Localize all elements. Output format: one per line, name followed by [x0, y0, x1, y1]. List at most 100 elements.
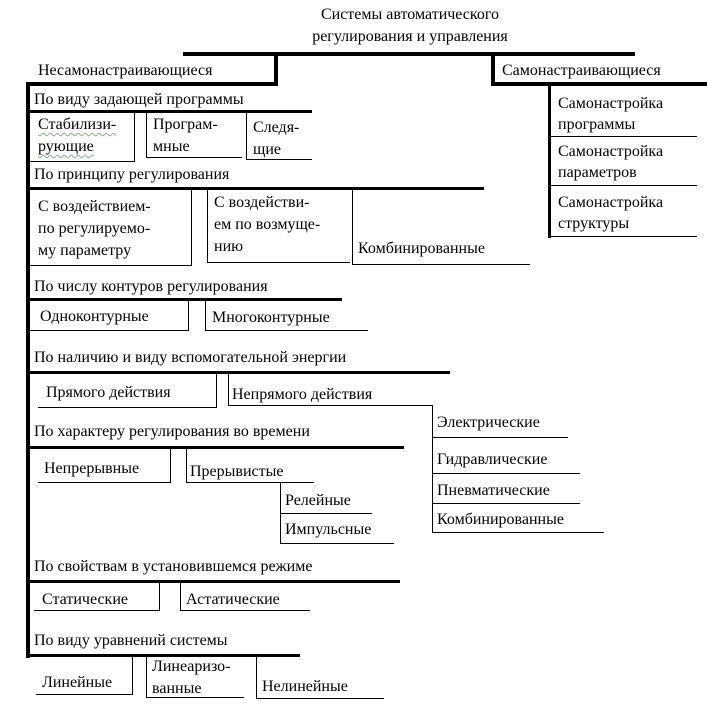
- energy-sub-spine: [432, 405, 433, 533]
- self-tuning-structure-line1: Самонастройка: [558, 194, 664, 211]
- item-underline: [432, 473, 580, 474]
- group-heading-steady: По свойствам в установившемся режиме: [34, 558, 313, 575]
- item-combined-energy: Комбинированные: [437, 511, 564, 528]
- item-stabilizing-line1: Стабилизи-: [38, 116, 117, 133]
- item-underline: [352, 264, 530, 265]
- self-tuning-divider: [551, 136, 697, 137]
- item-underline: [432, 503, 580, 504]
- right-branch-bar: [491, 82, 707, 86]
- item-divider: [207, 190, 208, 263]
- item-underline: [146, 697, 244, 698]
- item-divider: [134, 112, 135, 162]
- item-divider: [205, 301, 206, 331]
- group-heading-time: По характеру регулирования во времени: [34, 423, 310, 440]
- item-direct-action: Прямого действия: [46, 384, 171, 401]
- item-divider: [246, 112, 247, 160]
- diagram-title-line1: Системы автоматического: [320, 6, 500, 23]
- item-programmed-line1: Програм-: [153, 116, 218, 133]
- item-nonlinear: Нелинейные: [262, 678, 348, 695]
- item-divider: [146, 112, 147, 158]
- item-divider: [188, 301, 189, 331]
- branch-non-self-tuning: Несамонастраивающиеся: [38, 62, 213, 79]
- item-divider: [216, 374, 217, 408]
- group-heading-principle: По принципу регулирования: [34, 166, 230, 183]
- item-underline: [180, 610, 310, 611]
- item-discrete: Прерывистые: [190, 463, 284, 480]
- item-divider: [180, 583, 181, 611]
- item-underline: [36, 694, 132, 695]
- group-bar-program: [26, 110, 312, 113]
- item-pulse: Импульсные: [285, 521, 372, 538]
- item-continuous: Непрерывные: [44, 460, 140, 477]
- item-divider: [146, 657, 147, 698]
- item-underline: [30, 330, 188, 331]
- item-underline: [34, 610, 159, 611]
- item-underline: [280, 513, 372, 514]
- self-tuning-structure-line2: структуры: [558, 215, 630, 232]
- branch-self-tuning: Самонастраивающиеся: [502, 62, 661, 79]
- item-divider: [159, 583, 160, 611]
- item-feedback-line1: С воздействием-: [38, 198, 151, 215]
- item-feedback-line2: по регулируемо-: [38, 220, 151, 237]
- group-bar-equations: [26, 654, 300, 657]
- item-underline: [280, 543, 394, 544]
- group-bar-contours: [26, 298, 342, 301]
- item-single-loop: Одноконтурные: [40, 308, 149, 325]
- group-bar-principle: [26, 187, 484, 190]
- item-disturbance-line3: нию: [214, 238, 244, 255]
- item-disturbance-line1: С воздействи-: [214, 194, 310, 211]
- item-linearized-line2: ванные: [152, 680, 202, 697]
- item-divider: [228, 374, 229, 406]
- group-heading-energy: По наличию и виду вспомогательной энерги…: [34, 349, 347, 366]
- self-tuning-divider: [551, 236, 697, 237]
- item-electric: Электрические: [437, 414, 540, 431]
- left-connector: [274, 52, 278, 82]
- item-divider: [186, 449, 187, 483]
- right-connector: [491, 52, 495, 84]
- item-underline: [432, 532, 604, 533]
- left-spine: [26, 82, 30, 658]
- item-divider: [256, 657, 257, 699]
- item-indirect-action: Непрямого действия: [232, 386, 373, 403]
- item-stabilizing-line2: рующие: [38, 138, 94, 155]
- title-bar: [183, 52, 635, 56]
- item-hydraulic: Гидравлические: [437, 451, 548, 468]
- group-bar-steady: [26, 580, 400, 583]
- item-underline: [432, 437, 568, 438]
- item-underline: [30, 161, 134, 162]
- item-underline: [256, 698, 384, 699]
- self-tuning-divider: [551, 185, 697, 186]
- group-heading-equations: По виду уравнений системы: [34, 632, 228, 649]
- group-heading-program: По виду задающей программы: [34, 91, 244, 108]
- item-linear: Линейные: [42, 674, 113, 691]
- item-pneumatic: Пневматические: [437, 482, 550, 499]
- item-divider: [132, 657, 133, 695]
- item-underline: [146, 157, 242, 158]
- item-tracking-line2: щие: [253, 141, 281, 158]
- item-underline: [246, 159, 312, 160]
- group-bar-energy: [26, 371, 450, 374]
- item-underline: [228, 405, 432, 406]
- self-tuning-params-line1: Самонастройка: [558, 143, 664, 160]
- item-underline: [38, 482, 170, 483]
- item-underline: [207, 262, 350, 263]
- item-divider: [191, 190, 192, 266]
- left-branch-bar: [26, 82, 278, 86]
- right-spine: [548, 82, 551, 238]
- item-divider: [170, 449, 171, 483]
- self-tuning-params-line2: параметров: [558, 164, 637, 181]
- item-underline: [205, 330, 368, 331]
- diagram-title-line2: регулирования и управления: [312, 28, 508, 45]
- item-relay: Релейные: [285, 492, 351, 509]
- item-linearized-line1: Линеаризо-: [152, 658, 231, 675]
- item-programmed-line2: мные: [153, 138, 190, 155]
- item-divider: [352, 190, 353, 265]
- item-multi-loop: Многоконтурные: [212, 309, 330, 326]
- item-combined-principle: Комбинированные: [358, 240, 485, 257]
- item-static: Статические: [42, 591, 128, 608]
- self-tuning-program-line2: программы: [558, 116, 636, 133]
- item-underline: [30, 265, 191, 266]
- item-underline: [186, 482, 314, 483]
- item-disturbance-line2: ем по возмуще-: [214, 216, 321, 233]
